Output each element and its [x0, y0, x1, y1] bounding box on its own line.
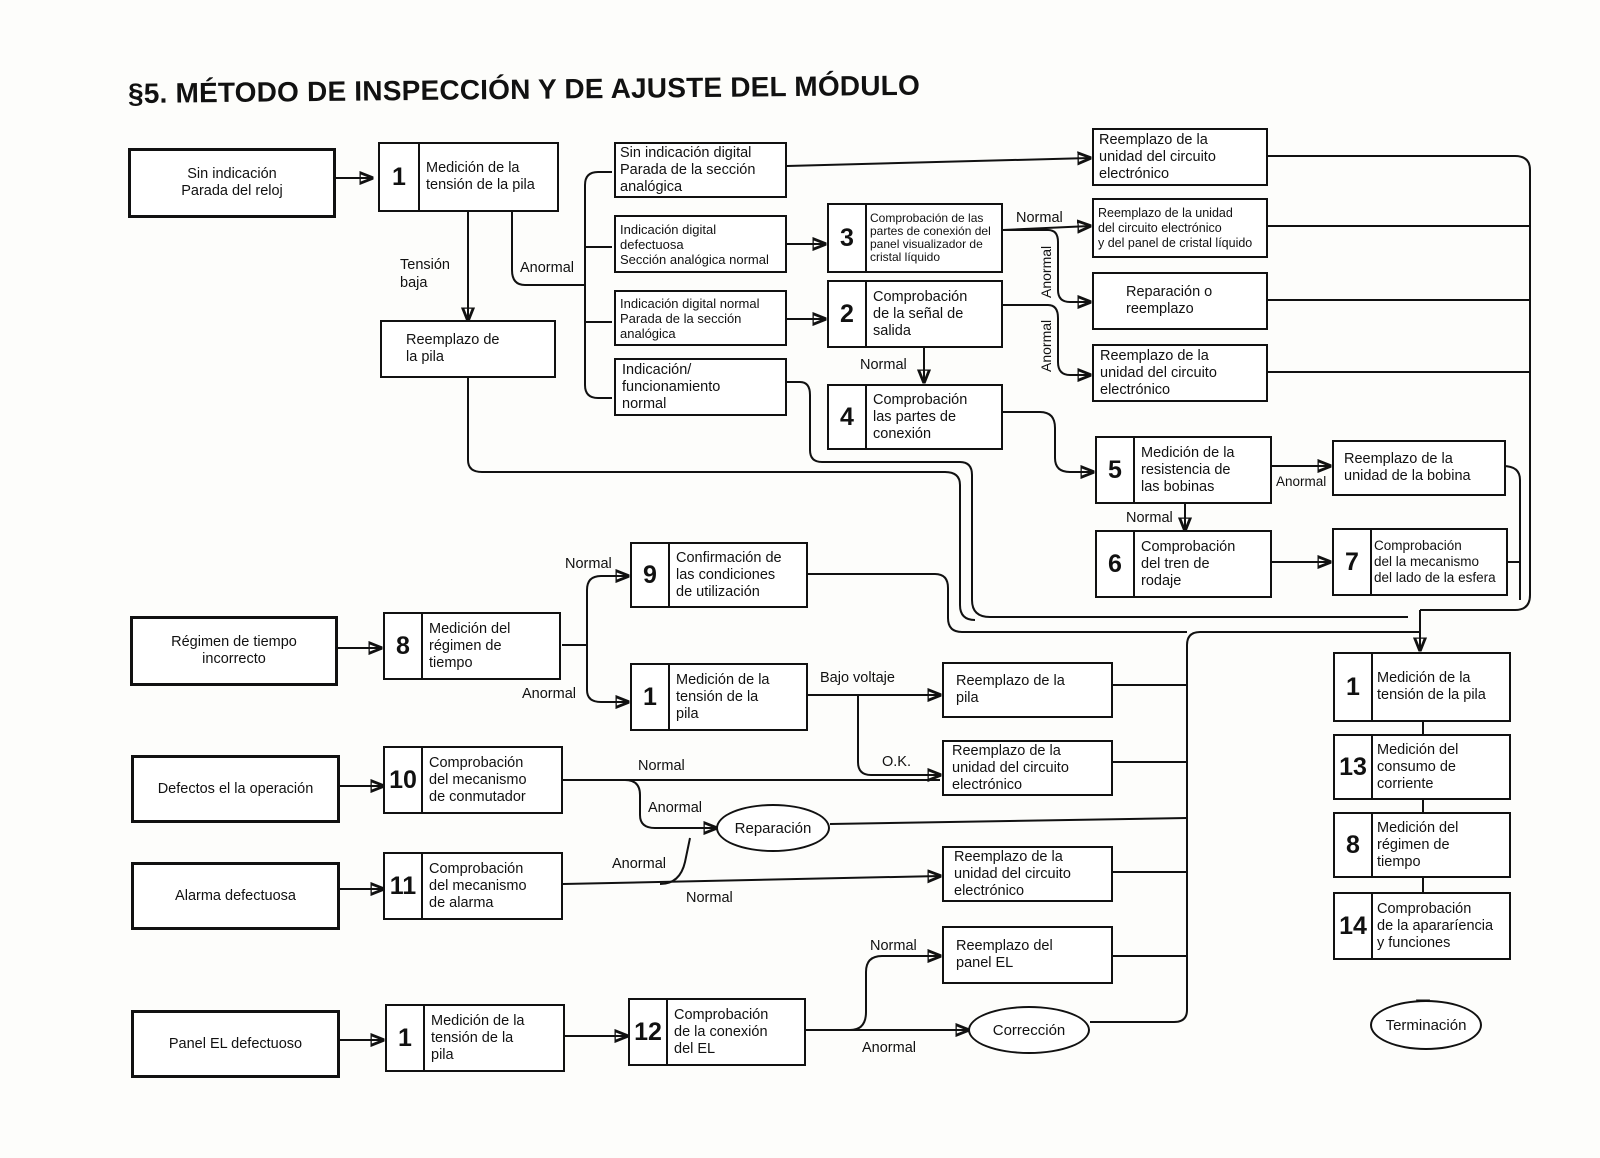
step-alarm-mechanism: 11 Comprobación del mecanismo de alarma [383, 852, 563, 920]
oval-repair: Reparación [716, 804, 830, 852]
wire [829, 817, 1188, 825]
wire [584, 185, 612, 399]
wire [624, 779, 695, 829]
step-rate-measurement: 8 Medición del régimen de tiempo [383, 612, 561, 680]
condition-analog-stop: Indicación digital normal Parada de la s… [614, 290, 787, 346]
label-abnormal-coil: Anormal [1276, 474, 1327, 489]
action-circuit-replace-2: Reemplazo de la unidad del circuito elec… [1092, 344, 1268, 402]
action-circuit-replace-3: Reemplazo de la unidad del circuito elec… [942, 740, 1113, 796]
wire [792, 471, 976, 621]
step-connection-parts-check: 4 Comprobación las partes de conexión [827, 384, 1003, 450]
action-battery-replace-mid: Reemplazo de la pila [942, 662, 1113, 718]
final-current-consumption: 13 Medición del consumo de corriente [1333, 734, 1511, 800]
label-ok: O.K. [882, 754, 912, 770]
wire [562, 876, 940, 885]
wire [787, 381, 1408, 618]
final-battery-voltage: 1 Medición de la tensión de la pila [1333, 652, 1511, 722]
action-circuit-replace-1: Reemplazo de la unidad del circuito elec… [1092, 128, 1268, 186]
step-lcd-connection-check: 3 Comprobación de las partes de conexión… [827, 203, 1003, 273]
condition-normal: Indicación/ funcionamiento normal [614, 358, 787, 416]
label-abnormal-1: Anormal [520, 260, 574, 276]
step-battery-voltage-bottom: 1 Medición de la tensión de la pila [385, 1004, 565, 1072]
wire [808, 573, 1187, 633]
step-battery-voltage-mid: 1 Medición de la tensión de la pila [630, 663, 808, 731]
label-abnormal-alarm: Anormal [612, 856, 666, 872]
action-circuit-lcd-replace: Reemplazo de la unidad del circuito elec… [1092, 198, 1268, 258]
label-low-voltage: Tensión baja [400, 257, 450, 291]
oval-termination: Terminación [1370, 1000, 1482, 1050]
wire [1268, 155, 1531, 611]
condition-no-digital: Sin indicación digital Parada de la secc… [614, 142, 787, 198]
step-coil-resistance: 5 Medición de la resistencia de las bobi… [1095, 436, 1272, 504]
wire [467, 378, 792, 473]
wire [1003, 229, 1090, 302]
label-normal-rate: Normal [565, 556, 612, 572]
action-coil-replace: Reemplazo de la unidad de la bobina [1332, 440, 1506, 496]
action-circuit-replace-4: Reemplazo de la unidad del circuito elec… [942, 846, 1113, 902]
symptom-no-display: Sin indicación Parada del reloj [128, 148, 336, 218]
step-battery-voltage-top: 1 Medición de la tensión de la pila [378, 142, 559, 212]
action-repair-or-replace: Reparación o reemplazo [1092, 272, 1268, 330]
label-normal-switch: Normal [638, 758, 685, 774]
label-abnormal-lcd: Anormal [1038, 245, 1054, 298]
step-usage-conditions: 9 Confirmación de las condiciones de uti… [630, 542, 808, 608]
wire [857, 695, 940, 775]
step-switch-mechanism: 10 Comprobación del mecanismo de conmuta… [383, 746, 563, 814]
symptom-alarm-defect: Alarma defectuosa [131, 862, 340, 930]
oval-correction: Corrección [968, 1006, 1090, 1054]
wire [511, 210, 585, 286]
wire [586, 645, 628, 702]
label-abnormal-signal: Anormal [1038, 319, 1054, 372]
symptom-el-panel-defect: Panel EL defectuoso [131, 1010, 340, 1078]
symptom-wrong-rate: Régimen de tiempo incorrecto [130, 616, 338, 686]
action-el-panel-replace: Reemplazo del panel EL [942, 926, 1113, 984]
label-normal-signal: Normal [860, 357, 907, 373]
wire [1090, 631, 1420, 1023]
wire [659, 837, 691, 885]
step-el-connection: 12 Comprobación de la conexión del EL [628, 998, 806, 1066]
condition-digital-defect: Indicación digital defectuosa Sección an… [614, 215, 787, 273]
final-appearance-functions: 14 Comprobación de la apararíencia y fun… [1333, 892, 1511, 960]
wire [1502, 465, 1521, 600]
label-low-voltage-mid: Bajo voltaje [820, 670, 895, 686]
label-abnormal-el: Anormal [862, 1040, 916, 1056]
step-dial-side-mechanism: 7 Comprobación del la mecanismo del lado… [1332, 528, 1508, 596]
wire [1003, 411, 1093, 472]
wire [849, 956, 940, 1031]
wire [584, 171, 612, 186]
label-normal-el: Normal [870, 938, 917, 954]
action-battery-replace-top: Reemplazo de la pila [380, 320, 556, 378]
step-output-signal-check: 2 Comprobación de la señal de salida [827, 280, 1003, 348]
final-rate-measurement: 8 Medición del régimen de tiempo [1333, 812, 1511, 878]
wire [786, 158, 1090, 167]
label-abnormal-rate: Anormal [522, 686, 576, 702]
label-abnormal-switch: Anormal [648, 800, 702, 816]
step-gear-train-check: 6 Comprobación del tren de rodaje [1095, 530, 1272, 598]
label-normal-coil: Normal [1126, 510, 1173, 526]
wire [1003, 304, 1090, 375]
label-normal-lcd: Normal [1016, 210, 1063, 226]
symptom-operation-defects: Defectos el la operación [131, 755, 340, 823]
wire [586, 576, 628, 645]
label-normal-alarm: Normal [686, 890, 733, 906]
